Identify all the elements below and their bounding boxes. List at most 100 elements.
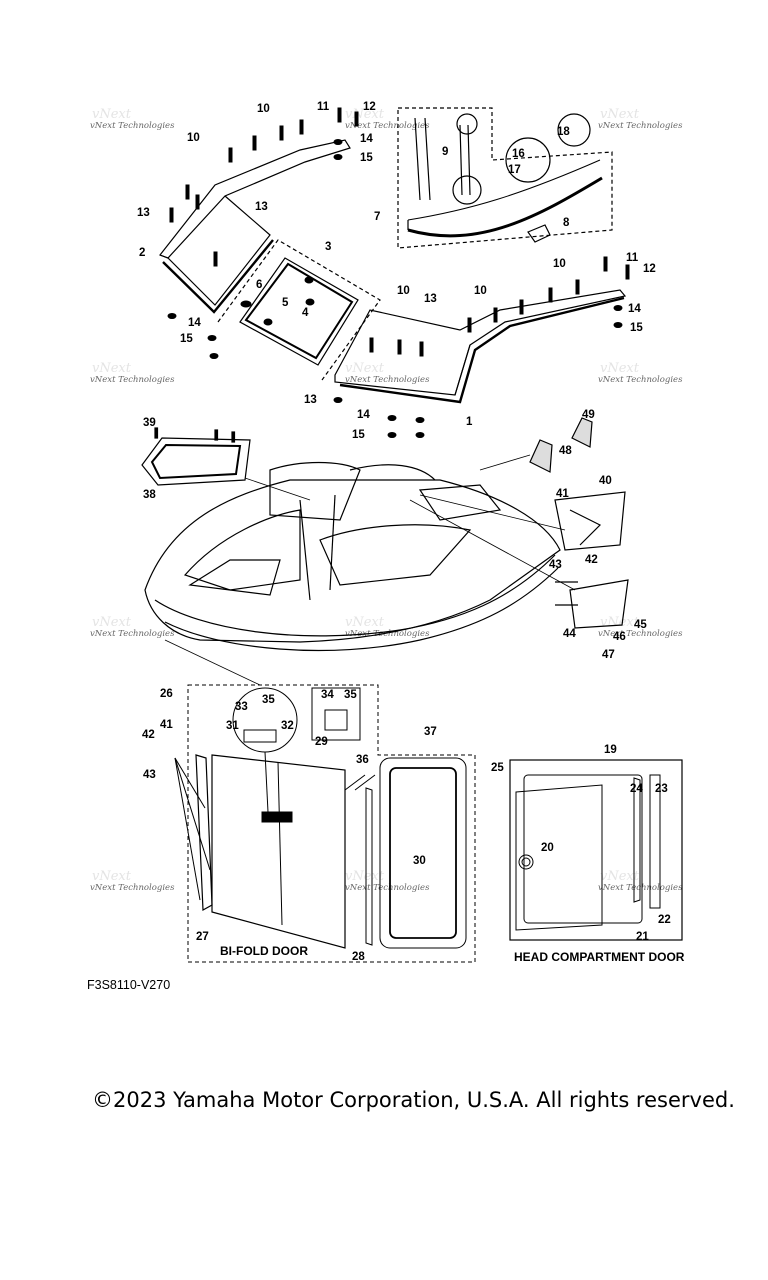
watermark: vNext Technologies [345, 883, 430, 893]
callout-47: 47 [602, 649, 615, 661]
callout-34: 34 [321, 689, 334, 701]
callout-27: 27 [196, 931, 209, 943]
section-labels: BI-FOLD DOOR HEAD COMPARTMENT DOOR [220, 944, 685, 964]
callout-46: 46 [613, 631, 626, 643]
callout-31: 31 [226, 720, 239, 732]
callout-20: 20 [541, 842, 554, 854]
callout-42-b: 42 [142, 729, 155, 741]
callout-41-a: 41 [556, 488, 569, 500]
fastener-group [167, 107, 630, 438]
callout-24: 24 [630, 783, 643, 795]
callout-45: 45 [634, 619, 647, 631]
svg-text:vNext: vNext [92, 869, 132, 884]
svg-text:vNext: vNext [345, 615, 385, 630]
callout-13-c: 13 [424, 293, 437, 305]
bracket-part-8 [527, 224, 551, 243]
callout-2: 2 [139, 247, 145, 259]
watermark: vNext Technologies [90, 629, 175, 639]
svg-text:vNext: vNext [92, 107, 132, 122]
callout-1: 1 [466, 416, 473, 428]
callout-13-a: 13 [137, 207, 150, 219]
callout-23: 23 [655, 783, 668, 795]
watermark: vNext Technologies [90, 121, 175, 131]
callout-25: 25 [491, 762, 504, 774]
callout-39: 39 [143, 417, 156, 429]
callout-48: 48 [559, 445, 572, 457]
callout-10-c: 10 [397, 285, 410, 297]
watermark: vNext Technologies [90, 375, 175, 385]
callout-3: 3 [325, 241, 331, 253]
head-door-group [509, 759, 683, 941]
callout-16: 16 [512, 148, 525, 160]
callout-10-a: 10 [257, 103, 270, 115]
callout-36: 36 [356, 754, 369, 766]
callout-15-d: 15 [352, 429, 365, 441]
callout-10-b: 10 [187, 132, 200, 144]
callout-12-b: 12 [643, 263, 656, 275]
callout-15-c: 15 [630, 322, 643, 334]
callout-18: 18 [557, 126, 570, 138]
boat-hull [144, 461, 561, 652]
callout-28: 28 [352, 951, 365, 963]
callout-17: 17 [508, 164, 521, 176]
watermark: vNext Technologies [345, 121, 430, 131]
callout-35-b: 35 [344, 689, 357, 701]
callout-6: 6 [256, 279, 262, 291]
callout-13-b: 13 [255, 201, 268, 213]
callout-8: 8 [563, 217, 570, 229]
callout-38: 38 [143, 489, 156, 501]
callout-33: 33 [235, 701, 248, 713]
watermark-group: vNext vNext Technologies vNext vNext Tec… [90, 107, 683, 893]
callout-43-a: 43 [549, 559, 562, 571]
hatch-parts-40-44 [554, 491, 629, 629]
callout-labels: 1 2 3 4 5 6 7 8 9 10 10 10 10 10 11 11 1… [137, 101, 671, 963]
callout-26: 26 [160, 688, 173, 700]
callout-14-c: 14 [628, 303, 641, 315]
callout-21: 21 [636, 931, 649, 943]
callout-13-d: 13 [304, 394, 317, 406]
trim-part-7 [397, 107, 613, 249]
callout-5: 5 [282, 297, 289, 309]
callout-14-b: 14 [188, 317, 201, 329]
callout-14-a: 14 [360, 133, 373, 145]
callout-29: 29 [315, 736, 328, 748]
callout-35-a: 35 [262, 694, 275, 706]
watermark: vNext Technologies [598, 121, 683, 131]
watermark: vNext Technologies [598, 375, 683, 385]
callout-14-d: 14 [357, 409, 370, 421]
callout-43-b: 43 [143, 769, 156, 781]
cleats-part-48 [529, 417, 593, 473]
callout-9: 9 [442, 146, 448, 158]
callout-40: 40 [599, 475, 612, 487]
callout-49: 49 [582, 409, 595, 421]
watermark: vNext Technologies [598, 629, 683, 639]
watermark: vNext Technologies [90, 883, 175, 893]
svg-text:vNext: vNext [600, 107, 640, 122]
callout-15-a: 15 [360, 152, 373, 164]
svg-text:vNext: vNext [600, 361, 640, 376]
callout-19: 19 [604, 744, 617, 756]
svg-text:vNext: vNext [345, 361, 385, 376]
bifold-door-label: BI-FOLD DOOR [220, 944, 308, 958]
handle-part-9 [414, 113, 591, 205]
svg-text:vNext: vNext [600, 869, 640, 884]
callout-42-a: 42 [585, 554, 598, 566]
callout-37: 37 [424, 726, 437, 738]
bin-part-38 [141, 427, 251, 486]
callout-11-b: 11 [626, 252, 639, 264]
windshield-right-part-1 [334, 289, 627, 404]
watermark: vNext Technologies [345, 375, 430, 385]
callout-11-a: 11 [317, 101, 330, 113]
svg-text:vNext: vNext [92, 361, 132, 376]
copyright-notice: ©2023 Yamaha Motor Corporation, U.S.A. A… [92, 1088, 735, 1112]
bifold-door-group [174, 684, 476, 963]
windshield-left-part-2 [159, 139, 351, 314]
windshield-center-part-3 [217, 239, 381, 381]
callout-10-e: 10 [553, 258, 566, 270]
callout-30: 30 [413, 855, 426, 867]
leader-lines [164, 454, 576, 686]
diagram-code: F3S8110-V270 [87, 978, 171, 992]
callout-44: 44 [563, 628, 576, 640]
callout-22: 22 [658, 914, 671, 926]
svg-text:vNext: vNext [92, 615, 132, 630]
